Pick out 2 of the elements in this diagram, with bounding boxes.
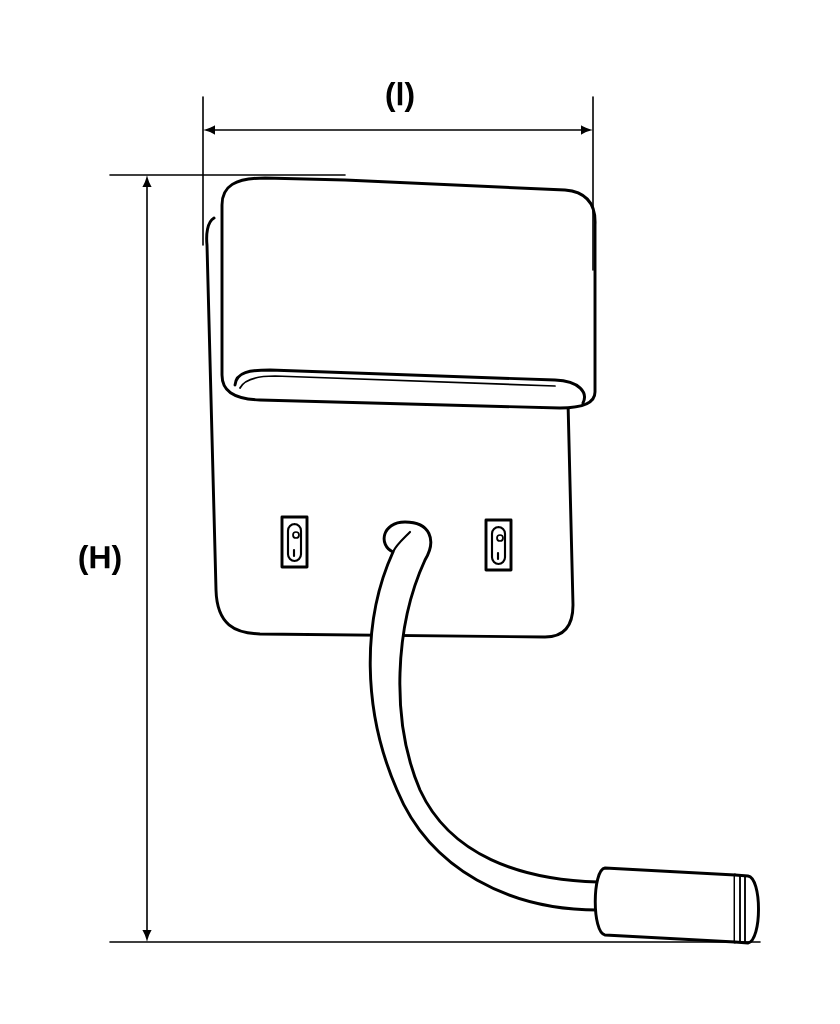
dimension-label: (H): [79, 545, 121, 575]
dimension-label: (l): [386, 82, 414, 112]
